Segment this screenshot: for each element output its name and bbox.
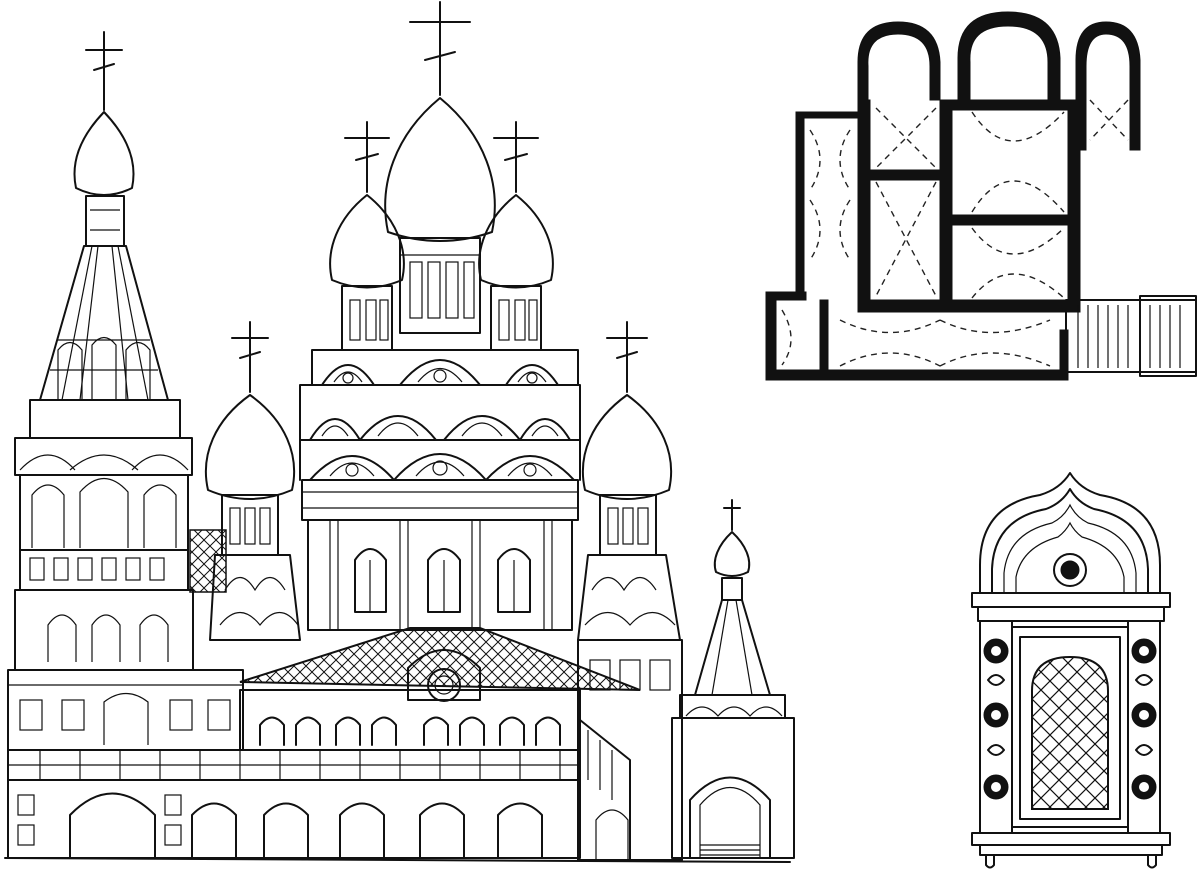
plan-vaults xyxy=(781,99,1129,367)
central-dome xyxy=(384,1,496,334)
stair-connector xyxy=(579,719,631,861)
gallery-roof xyxy=(239,627,641,702)
window-opening xyxy=(1011,626,1129,828)
plan-porch xyxy=(1065,295,1197,377)
gallery-front xyxy=(7,669,581,859)
tented-roof xyxy=(39,245,169,401)
elevation-svg xyxy=(4,1,795,863)
floor-plan-drawing xyxy=(760,0,1200,390)
inner-left-dome xyxy=(329,121,405,351)
main-cube xyxy=(301,479,579,631)
inner-right-dome xyxy=(478,121,554,351)
church-elevation-drawing xyxy=(4,1,795,863)
main-onion-dome xyxy=(384,97,496,242)
window-cornice xyxy=(971,592,1171,622)
window-frame-detail xyxy=(960,465,1200,875)
kokoshnik-tiers xyxy=(299,349,581,481)
plan-svg xyxy=(765,11,1197,381)
onion-dome xyxy=(73,111,135,196)
bell-tower xyxy=(14,31,227,671)
window-svg xyxy=(971,472,1171,869)
left-small-dome xyxy=(204,321,301,641)
plan-walls xyxy=(765,11,1141,381)
window-pediment xyxy=(979,472,1161,594)
window-base xyxy=(971,832,1171,869)
tented-porch xyxy=(671,499,795,859)
cross-finial xyxy=(85,31,123,111)
